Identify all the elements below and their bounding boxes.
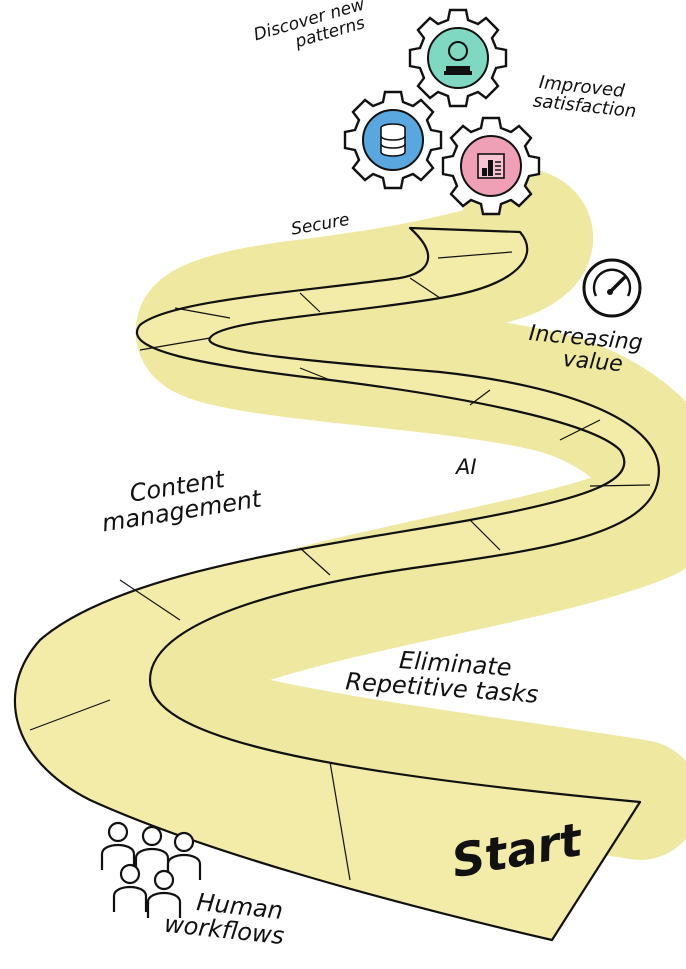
gear-teal (408, 8, 508, 108)
people-icon (100, 821, 202, 918)
gear-pink (441, 116, 541, 216)
label-ai: AI (456, 456, 477, 478)
person-gear-icon (444, 41, 472, 75)
road-planks (29, 251, 651, 881)
label-eliminate: Eliminate Repetitive tasks (345, 646, 540, 709)
gauge-icon (582, 258, 642, 318)
chart-gear-icon (477, 153, 505, 179)
label-human: Human workflows (163, 888, 288, 950)
database-gear-icon (380, 123, 406, 157)
label-increasing: Increasing value (526, 321, 644, 378)
winding-road (13, 168, 686, 942)
label-ai-text: AI (456, 455, 477, 479)
road-body (13, 226, 660, 942)
gear-blue (343, 90, 443, 190)
